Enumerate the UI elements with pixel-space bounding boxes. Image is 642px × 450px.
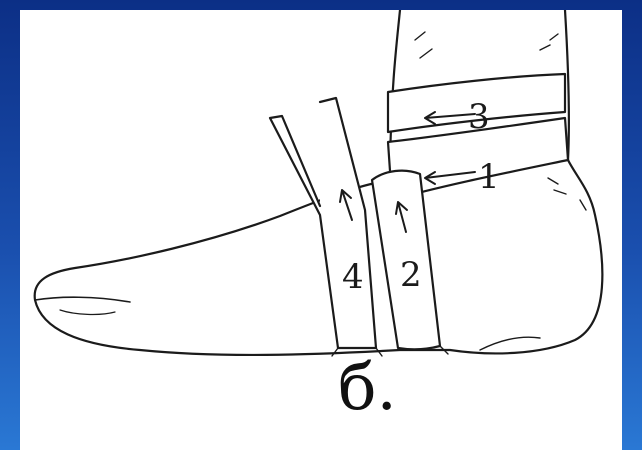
foot-outline — [35, 160, 603, 355]
band-label-1: 1 — [478, 157, 500, 197]
illustration-panel: 3 1 2 4 б. — [20, 10, 622, 450]
band-label-4: 4 — [342, 257, 364, 297]
band-label-3: 3 — [468, 97, 490, 137]
bandage-band-4 — [270, 98, 376, 348]
foot-bandage-drawing: 3 1 2 4 — [20, 10, 622, 450]
band-label-2: 2 — [400, 255, 422, 295]
figure-caption: б. — [338, 356, 397, 420]
leg-outline-left — [390, 10, 400, 160]
